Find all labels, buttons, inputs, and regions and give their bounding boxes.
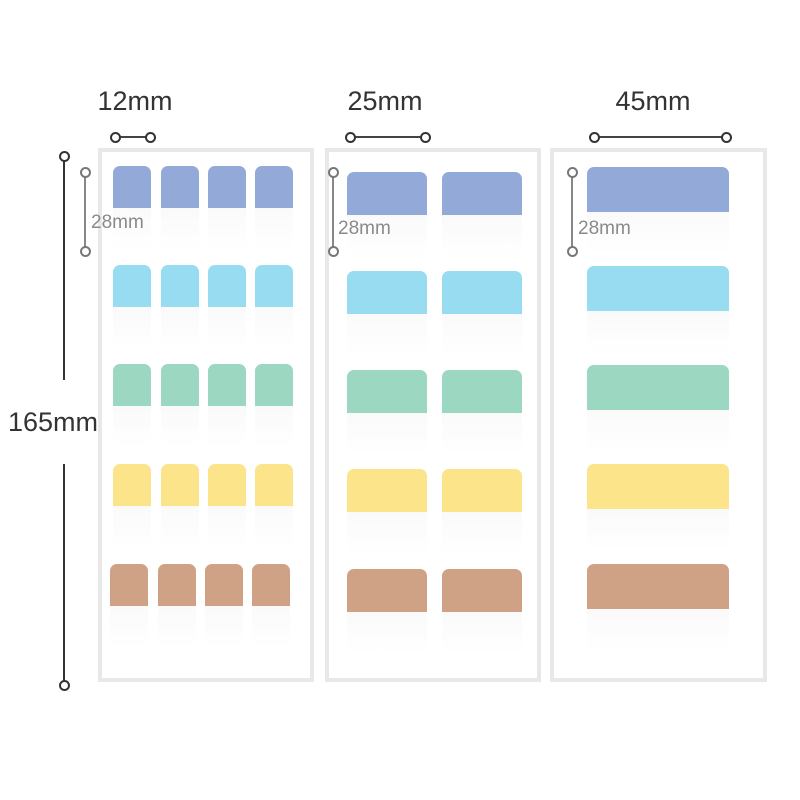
tab-clear-part: [255, 406, 293, 448]
tab-height-label: 28mm: [91, 212, 144, 233]
dimension-endpoint: [567, 167, 578, 178]
sticky-tab: [442, 172, 522, 215]
sticky-tab: [587, 167, 729, 212]
sticky-tab: [161, 464, 199, 506]
tab-clear-part: [113, 208, 151, 250]
tab-height-dimension-line: [84, 172, 86, 250]
width-label-45mm: 45mm: [615, 86, 691, 116]
tab-clear-part: [587, 410, 729, 452]
sticky-tab: [587, 564, 729, 609]
dimension-endpoint: [59, 151, 70, 162]
tab-clear-part: [442, 612, 522, 654]
total-height-dimension-line: [63, 156, 65, 380]
sticky-tab: [208, 464, 246, 506]
sticky-tab: [255, 464, 293, 506]
sticky-tab: [255, 265, 293, 307]
tab-clear-part: [252, 606, 290, 648]
tab-clear-part: [161, 307, 199, 349]
sticky-tab: [587, 365, 729, 410]
dimension-endpoint: [59, 680, 70, 691]
tab-clear-part: [255, 307, 293, 349]
dimension-endpoint: [567, 246, 578, 257]
dimension-endpoint: [345, 132, 356, 143]
tab-clear-part: [205, 606, 243, 648]
tab-clear-part: [158, 606, 196, 648]
dimension-endpoint: [80, 246, 91, 257]
sticky-tab: [113, 265, 151, 307]
sticky-tab: [442, 370, 522, 413]
tab-clear-part: [587, 509, 729, 551]
sticky-tab: [208, 364, 246, 406]
tab-height-label: 28mm: [578, 218, 631, 239]
width-dimension-line: [115, 136, 150, 138]
sticky-tab: [110, 564, 148, 606]
sticky-tab: [208, 265, 246, 307]
tab-height-label: 28mm: [338, 218, 391, 239]
sticky-tab: [113, 166, 151, 208]
tab-clear-part: [161, 208, 199, 250]
tab-clear-part: [442, 215, 522, 257]
sticky-tab: [347, 172, 427, 215]
sticky-tab: [587, 266, 729, 311]
tab-height-dimension-line: [332, 172, 334, 250]
tab-clear-part: [110, 606, 148, 648]
sticky-tab: [208, 166, 246, 208]
dimension-endpoint: [80, 167, 91, 178]
dimension-endpoint: [145, 132, 156, 143]
width-label-12mm: 12mm: [97, 86, 173, 116]
width-dimension-line: [594, 136, 726, 138]
tab-clear-part: [208, 406, 246, 448]
tab-clear-part: [347, 512, 427, 554]
tab-clear-part: [255, 506, 293, 548]
dimension-endpoint: [589, 132, 600, 143]
tab-clear-part: [347, 215, 427, 257]
sticky-tab: [252, 564, 290, 606]
sticky-tab: [442, 469, 522, 512]
sticky-tab: [161, 265, 199, 307]
width-label-25mm: 25mm: [347, 86, 423, 116]
tab-clear-part: [442, 413, 522, 455]
tab-clear-part: [208, 506, 246, 548]
tab-clear-part: [113, 307, 151, 349]
tab-height-dimension-line: [571, 172, 573, 250]
height-label-165mm: 165mm: [8, 407, 99, 437]
sticky-tab: [158, 564, 196, 606]
tab-clear-part: [587, 609, 729, 651]
tab-clear-part: [161, 406, 199, 448]
sticky-tab: [442, 569, 522, 612]
total-height-dimension-line: [63, 464, 65, 684]
sticky-tab: [442, 271, 522, 314]
dimension-endpoint: [721, 132, 732, 143]
dimension-endpoint: [328, 246, 339, 257]
width-dimension-line: [350, 136, 425, 138]
sticky-tab: [347, 569, 427, 612]
sticky-tab: [347, 370, 427, 413]
tab-clear-part: [161, 506, 199, 548]
tab-clear-part: [442, 314, 522, 356]
sticky-tab: [347, 271, 427, 314]
sticky-tab: [161, 166, 199, 208]
sticky-tab: [205, 564, 243, 606]
sticky-tab: [161, 364, 199, 406]
tab-clear-part: [208, 208, 246, 250]
tab-clear-part: [347, 612, 427, 654]
dimension-endpoint: [420, 132, 431, 143]
tab-clear-part: [347, 314, 427, 356]
tab-clear-part: [113, 506, 151, 548]
tab-clear-part: [255, 208, 293, 250]
dimension-endpoint: [110, 132, 121, 143]
tab-clear-part: [347, 413, 427, 455]
sticky-tab: [113, 464, 151, 506]
tab-clear-part: [113, 406, 151, 448]
sticky-tab: [587, 464, 729, 509]
sticky-tab: [255, 364, 293, 406]
tab-clear-part: [587, 212, 729, 254]
tab-clear-part: [587, 311, 729, 353]
tab-clear-part: [208, 307, 246, 349]
dimension-endpoint: [328, 167, 339, 178]
sticky-tab: [113, 364, 151, 406]
sticky-tab: [347, 469, 427, 512]
sticky-tab: [255, 166, 293, 208]
tab-clear-part: [442, 512, 522, 554]
